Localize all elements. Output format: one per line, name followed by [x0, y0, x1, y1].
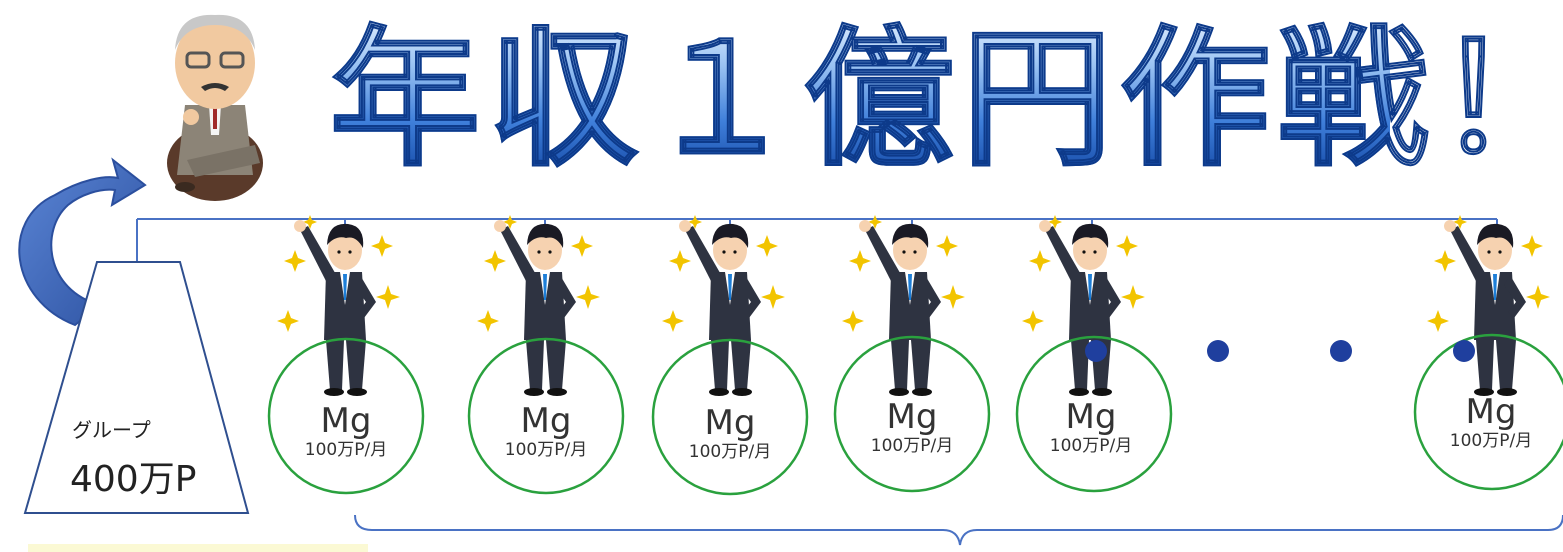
manager-circle-6 [1413, 333, 1563, 491]
manager-figure-2 [477, 215, 600, 396]
elderly-businessman-icon [167, 14, 263, 201]
manager-label-6: Mg 100万P/月 [1416, 395, 1563, 451]
page-title: 年収１億円作戦！ [329, 10, 1563, 190]
manager-circle-1 [267, 337, 425, 495]
manager-rate: 100万P/月 [870, 436, 954, 456]
ellipsis-dots-icon [1085, 340, 1475, 362]
manager-figure-1 [277, 215, 400, 396]
bottom-brace [354, 514, 1563, 546]
manager-label-3: Mg 100万P/月 [655, 406, 805, 462]
group-pyramid [23, 261, 250, 514]
group-value: 400万P [70, 459, 197, 500]
manager-figure-6 [1427, 215, 1550, 396]
manager-name: Mg [886, 397, 938, 437]
manager-rate: 100万P/月 [304, 440, 388, 460]
manager-name: Mg [320, 401, 372, 441]
manager-label-5: Mg 100万P/月 [1016, 400, 1166, 456]
manager-name: Mg [1065, 397, 1117, 437]
manager-circle-2 [467, 337, 625, 495]
manager-label-4: Mg 100万P/月 [837, 400, 987, 456]
group-label: グループ [72, 418, 151, 442]
manager-label-1: Mg 100万P/月 [271, 404, 421, 460]
manager-circle-4 [833, 335, 991, 493]
manager-name: Mg [704, 403, 756, 443]
manager-name: Mg [1465, 392, 1517, 432]
manager-rate: 100万P/月 [1049, 436, 1133, 456]
manager-rate: 100万P/月 [504, 440, 588, 460]
manager-rate: 100万P/月 [688, 442, 772, 462]
manager-figure-5 [1022, 215, 1145, 396]
manager-name: Mg [520, 401, 572, 441]
manager-circle-3 [651, 338, 809, 496]
manager-circle-5 [1015, 335, 1173, 493]
manager-figure-3 [662, 215, 785, 396]
manager-figure-4 [842, 215, 965, 396]
curved-arrow-icon [18, 157, 147, 327]
manager-rate: 100万P/月 [1449, 431, 1533, 451]
note-box [28, 544, 368, 552]
manager-label-2: Mg 100万P/月 [471, 404, 621, 460]
